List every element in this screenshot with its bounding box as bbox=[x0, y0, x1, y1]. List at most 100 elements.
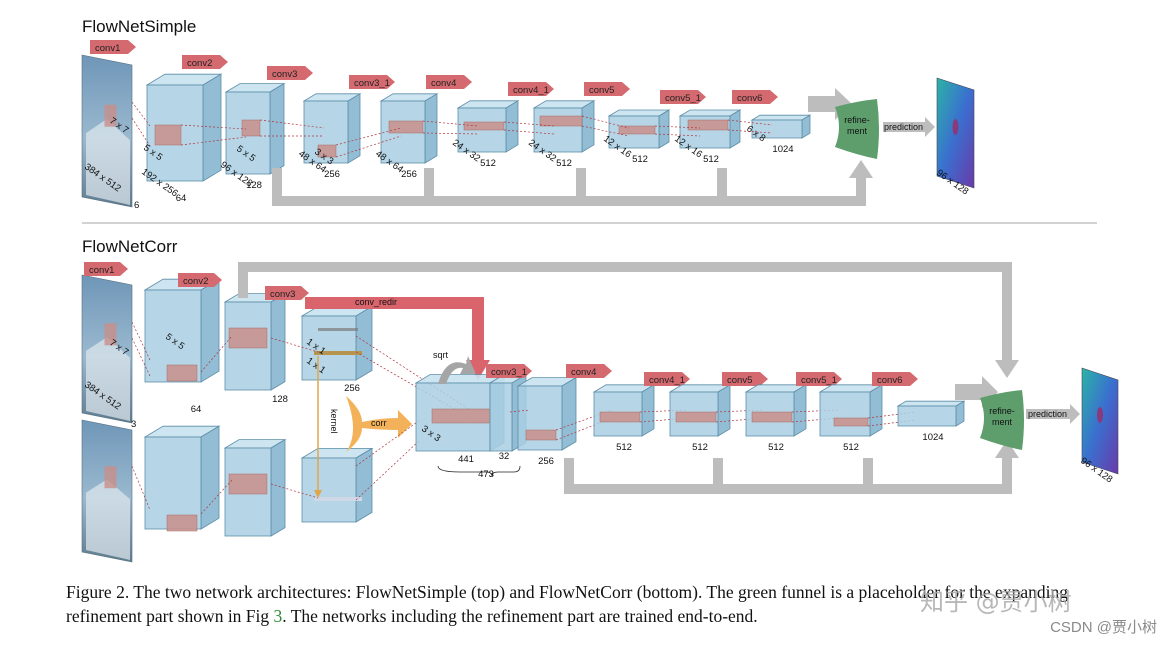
top-channels-1: 128 bbox=[246, 180, 262, 191]
bottom-conv3-lower bbox=[300, 447, 374, 523]
top-box-5-kernel bbox=[539, 115, 583, 127]
bottom-refinement-shape bbox=[980, 390, 1024, 450]
bottom-box-5-top bbox=[896, 400, 966, 407]
top-box-8-front bbox=[751, 119, 803, 139]
bottom-label-conv3-1: conv3_1 bbox=[486, 364, 532, 378]
top-box-4 bbox=[456, 100, 520, 153]
bottom-input-image-1-kernel bbox=[104, 323, 117, 346]
bottom-label-conv2-text: conv2 bbox=[183, 276, 208, 287]
bottom-skip-top-bar bbox=[238, 262, 1012, 272]
top-input-image bbox=[81, 54, 133, 208]
bottom-redir-block-front bbox=[489, 382, 513, 452]
top-dash-a-1 bbox=[259, 119, 325, 129]
bottom-count-441: 441 bbox=[458, 454, 474, 465]
bottom-label-conv4-text: conv4 bbox=[571, 367, 596, 378]
bottom-input-image-2-kernel bbox=[104, 466, 117, 489]
top-channels-4: 512 bbox=[480, 158, 496, 169]
bottom-label-conv3: conv3 bbox=[265, 286, 309, 300]
bottom-conv3-lower-side bbox=[355, 447, 373, 523]
top-dash-b-2 bbox=[335, 135, 402, 158]
top-dash-b-0 bbox=[180, 136, 247, 146]
bottom-refinement-text-1: ment bbox=[992, 417, 1013, 427]
top-box-6-side bbox=[658, 109, 670, 149]
bottom-channels-4: 512 bbox=[843, 442, 859, 453]
top-prediction-label: prediction bbox=[884, 122, 923, 132]
bottom-output-flow bbox=[1081, 367, 1119, 475]
top-label-conv5-shape bbox=[584, 82, 630, 96]
bottom-label-conv6-shape bbox=[872, 372, 918, 386]
bottom-channels-conv1: 64 bbox=[191, 404, 202, 415]
top-box-3 bbox=[379, 93, 439, 164]
bottom-corr-label: corr bbox=[371, 418, 387, 428]
top-box-5 bbox=[532, 100, 596, 153]
top-channels-6: 512 bbox=[632, 154, 648, 165]
top-label-conv2-shape bbox=[182, 55, 228, 69]
bottom-count-32: 32 bbox=[499, 451, 510, 462]
bottom-skip-top-riser bbox=[238, 262, 248, 298]
top-box-1-side bbox=[269, 82, 285, 175]
bottom-conv1-upper-side bbox=[200, 278, 220, 383]
caption-figure-link[interactable]: 3 bbox=[273, 606, 283, 626]
bottom-box-3-kernel bbox=[751, 411, 793, 423]
bottom-conv1-lower-kernel bbox=[166, 514, 198, 532]
top-label-conv3-1: conv3_1 bbox=[349, 75, 395, 89]
top-label-conv5-1-text: conv5_1 bbox=[665, 93, 701, 104]
flownetcorr-title: FlowNetCorr bbox=[82, 237, 178, 256]
bottom-label-conv3-1-shape bbox=[486, 364, 532, 378]
bottom-box-0-front bbox=[517, 385, 563, 451]
bottom-conv1-lower-front bbox=[144, 436, 202, 530]
bottom-kernel-label: kernel bbox=[329, 409, 339, 434]
top-box-6-kernel bbox=[618, 125, 656, 135]
top-channels-3: 256 bbox=[401, 169, 417, 180]
caption-part1: Figure 2. The two network architectures:… bbox=[66, 582, 1068, 626]
bottom-skip-arrowhead bbox=[995, 440, 1019, 458]
top-label-conv4-1: conv4_1 bbox=[508, 82, 554, 96]
bottom-box-2 bbox=[668, 384, 732, 437]
bottom-conv2-upper bbox=[223, 292, 287, 391]
top-box-0-kernel bbox=[154, 124, 182, 146]
top-skip-riser-1 bbox=[424, 168, 434, 198]
top-refinement-text-1: ment bbox=[847, 126, 868, 136]
bottom-label-conv3-1-text: conv3_1 bbox=[491, 367, 527, 378]
top-dash-a-5 bbox=[581, 115, 630, 129]
zhihu-watermark: 知乎 @贾小树 bbox=[920, 588, 1072, 616]
top-label-conv4-text: conv4 bbox=[431, 78, 456, 89]
top-box-2-kernel bbox=[317, 144, 337, 158]
bottom-conv1-lower-side bbox=[200, 425, 220, 530]
bottom-channels-conv2: 128 bbox=[272, 394, 288, 405]
top-box-7-kernel bbox=[687, 119, 729, 131]
bottom-conv1-upper bbox=[143, 278, 221, 383]
bottom-label-conv2: conv2 bbox=[178, 273, 222, 287]
bottom-conv1-lower bbox=[143, 425, 221, 532]
bottom-channels-3: 512 bbox=[768, 442, 784, 453]
top-refinement-shape bbox=[835, 99, 879, 159]
bottom-merge-brace bbox=[437, 465, 521, 477]
caption-part2: . The networks including the refinement … bbox=[282, 606, 758, 626]
bottom-channels-1: 512 bbox=[616, 442, 632, 453]
top-output-flow-shape bbox=[952, 119, 959, 135]
bottom-box-4 bbox=[818, 384, 884, 437]
bottom-corr-arrow bbox=[346, 396, 412, 452]
top-refinement: refine-ment bbox=[835, 99, 879, 159]
bottom-label-conv4-shape bbox=[566, 364, 612, 378]
top-skip-arrowhead bbox=[849, 160, 873, 178]
top-dash-b-3 bbox=[422, 132, 479, 135]
bottom-box-2-side bbox=[717, 384, 731, 437]
bottom-label-conv5: conv5 bbox=[722, 372, 768, 386]
bottom-input-image-2 bbox=[81, 419, 133, 563]
bottom-box-1-side bbox=[641, 384, 655, 437]
csdn-watermark: CSDN @贾小树 bbox=[1050, 619, 1157, 636]
bottom-label-conv4: conv4 bbox=[566, 364, 612, 378]
top-channels-2: 256 bbox=[324, 169, 340, 180]
bottom-dash-in1-a bbox=[131, 321, 151, 361]
bottom-conv2-lower bbox=[223, 438, 287, 537]
top-box-4-side bbox=[505, 100, 519, 153]
bottom-box-5-front bbox=[897, 405, 957, 427]
top-label-conv3-1-shape bbox=[349, 75, 395, 89]
top-skip-riser-2 bbox=[576, 168, 586, 198]
bottom-kernel-arrowhead bbox=[314, 490, 322, 498]
top-dash-input-b bbox=[131, 117, 151, 147]
bottom-label-conv3-text: conv3 bbox=[270, 289, 295, 300]
bottom-label-conv6-text: conv6 bbox=[877, 375, 902, 386]
top-box-4-kernel bbox=[463, 121, 505, 131]
